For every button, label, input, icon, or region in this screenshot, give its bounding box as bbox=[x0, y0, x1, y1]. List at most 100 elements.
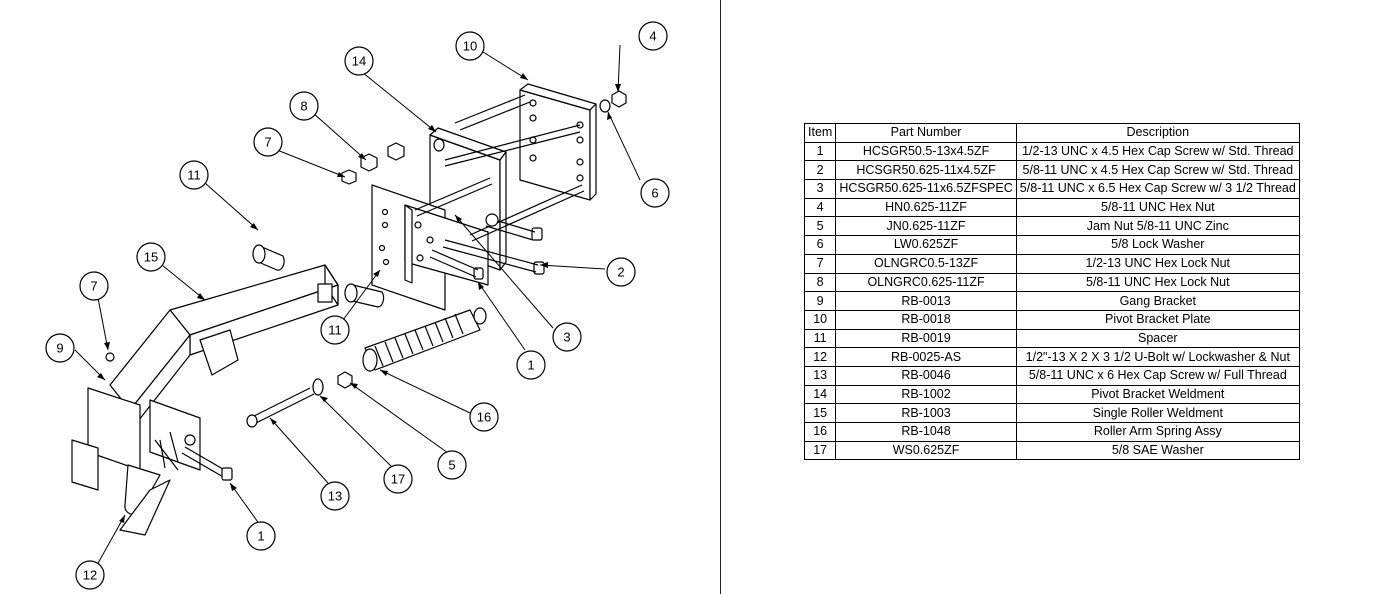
bom-description-cell: 5/8-11 UNC x 6 Hex Cap Screw w/ Full Thr… bbox=[1015, 365, 1300, 386]
balloon-17: 17 bbox=[383, 464, 413, 494]
bom-item-cell: 13 bbox=[803, 365, 837, 386]
bom-description-cell: Roller Arm Spring Assy bbox=[1015, 422, 1300, 442]
balloon-10: 10 bbox=[455, 31, 485, 61]
bom-part-number-cell: RB-1002 bbox=[835, 384, 1017, 405]
bom-description-cell: Gang Bracket bbox=[1015, 291, 1300, 311]
balloon-1-upper: 1 bbox=[516, 350, 546, 380]
bom-header-row: Item Part Number Description bbox=[803, 123, 1300, 143]
balloon-4: 4 bbox=[638, 21, 668, 51]
balloon-5-label: 5 bbox=[448, 458, 455, 473]
balloon-10-label: 10 bbox=[463, 39, 477, 54]
bom-item-cell: 2 bbox=[803, 160, 837, 181]
bom-description-cell: 5/8-11 UNC x 4.5 Hex Cap Screw w/ Std. T… bbox=[1015, 160, 1300, 181]
bom-description-cell: Jam Nut 5/8-11 UNC Zinc bbox=[1015, 216, 1300, 237]
balloon-6-label: 6 bbox=[651, 186, 658, 201]
bom-description-cell: 5/8-11 UNC Hex Lock Nut bbox=[1015, 272, 1300, 293]
bom-part-number-cell: RB-1048 bbox=[835, 422, 1017, 442]
balloon-15: 15 bbox=[136, 242, 166, 272]
bom-item-cell: 7 bbox=[803, 253, 837, 274]
bom-part-number-cell: WS0.625ZF bbox=[835, 440, 1017, 461]
bom-part-number-cell: JN0.625-11ZF bbox=[835, 216, 1017, 237]
balloon-3: 3 bbox=[552, 322, 582, 352]
bom-item-cell: 6 bbox=[803, 235, 837, 255]
bom-header-item: Item bbox=[803, 123, 837, 143]
balloon-13-label: 13 bbox=[328, 489, 342, 504]
balloon-14: 14 bbox=[344, 46, 374, 76]
lower-cap-screw bbox=[181, 446, 233, 481]
balloon-12: 12 bbox=[75, 560, 105, 590]
balloon-7-lower-label: 7 bbox=[90, 279, 97, 294]
bom-item-cell: 5 bbox=[803, 216, 837, 237]
balloon-2-label: 2 bbox=[617, 265, 624, 280]
balloon-8: 8 bbox=[289, 91, 319, 121]
bom-part-number-cell: HCSGR50.5-13x4.5ZF bbox=[835, 141, 1017, 162]
bom-item-cell: 14 bbox=[803, 384, 837, 405]
bom-part-number-cell: OLNGRC0.625-11ZF bbox=[835, 272, 1017, 293]
balloon-7-upper-label: 7 bbox=[264, 135, 271, 150]
bom-part-number-cell: OLNGRC0.5-13ZF bbox=[835, 253, 1017, 274]
balloon-3-label: 3 bbox=[563, 330, 570, 345]
bom-item-cell: 17 bbox=[803, 440, 837, 461]
balloon-11-lower: 11 bbox=[320, 315, 350, 345]
bom-part-number-cell: RB-1003 bbox=[835, 403, 1017, 423]
balloon-7-lower: 7 bbox=[79, 271, 109, 301]
bom-part-number-cell: HCSGR50.625-11x6.5ZFSPEC bbox=[835, 179, 1017, 199]
balloon-11-upper-label: 11 bbox=[187, 168, 201, 183]
balloon-16-label: 16 bbox=[477, 410, 491, 425]
bom-description-cell: Spacer bbox=[1015, 328, 1300, 349]
balloon-6: 6 bbox=[640, 178, 670, 208]
bom-item-cell: 9 bbox=[803, 291, 837, 311]
bom-description-cell: Pivot Bracket Weldment bbox=[1015, 384, 1300, 405]
balloon-13: 13 bbox=[320, 481, 350, 511]
bom-part-number-cell: RB-0046 bbox=[835, 365, 1017, 386]
bom-item-cell: 10 bbox=[803, 309, 837, 330]
bom-description-cell: Single Roller Weldment bbox=[1015, 403, 1300, 423]
balloon-4-label: 4 bbox=[649, 29, 656, 44]
roller-arm-spring bbox=[362, 307, 487, 372]
bom-part-number-cell: RB-0018 bbox=[835, 309, 1017, 330]
balloon-14-label: 14 bbox=[352, 54, 366, 69]
balloon-17-label: 17 bbox=[391, 472, 405, 487]
balloon-1-lower-label: 1 bbox=[257, 529, 264, 544]
bom-description-cell: 1/2-13 UNC x 4.5 Hex Cap Screw w/ Std. T… bbox=[1015, 141, 1300, 162]
balloon-11-upper: 11 bbox=[179, 160, 209, 190]
single-roller-weldment bbox=[109, 264, 339, 426]
bom-part-number-cell: RB-0013 bbox=[835, 291, 1017, 311]
balloon-2: 2 bbox=[606, 257, 636, 287]
bom-part-number-cell: HCSGR50.625-11x4.5ZF bbox=[835, 160, 1017, 181]
bom-description-cell: 1/2-13 UNC Hex Lock Nut bbox=[1015, 253, 1300, 274]
balloon-9-label: 9 bbox=[56, 341, 63, 356]
balloon-12-label: 12 bbox=[83, 568, 97, 583]
bom-header-description: Description bbox=[1015, 123, 1300, 143]
bom-description-cell: 5/8-11 UNC Hex Nut bbox=[1015, 197, 1300, 218]
bom-part-number-cell: LW0.625ZF bbox=[835, 235, 1017, 255]
bom-description-cell: 5/8 SAE Washer bbox=[1015, 440, 1300, 461]
balloon-16: 16 bbox=[469, 402, 499, 432]
exploded-assembly-drawing: 4 10 14 8 7 6 11 15 2 7 3 9 11 1 16 bbox=[45, 21, 670, 590]
bom-item-cell: 1 bbox=[803, 141, 837, 162]
bom-item-cell: 4 bbox=[803, 197, 837, 218]
bom-item-cell: 12 bbox=[803, 347, 837, 367]
balloon-1-upper-label: 1 bbox=[527, 358, 534, 373]
bom-item-cell: 15 bbox=[803, 403, 837, 423]
bom-part-number-cell: RB-0025-AS bbox=[835, 347, 1017, 367]
bom-description-cell: 5/8 Lock Washer bbox=[1015, 235, 1300, 255]
bom-item-cell: 16 bbox=[803, 422, 837, 442]
spacers bbox=[252, 244, 385, 308]
